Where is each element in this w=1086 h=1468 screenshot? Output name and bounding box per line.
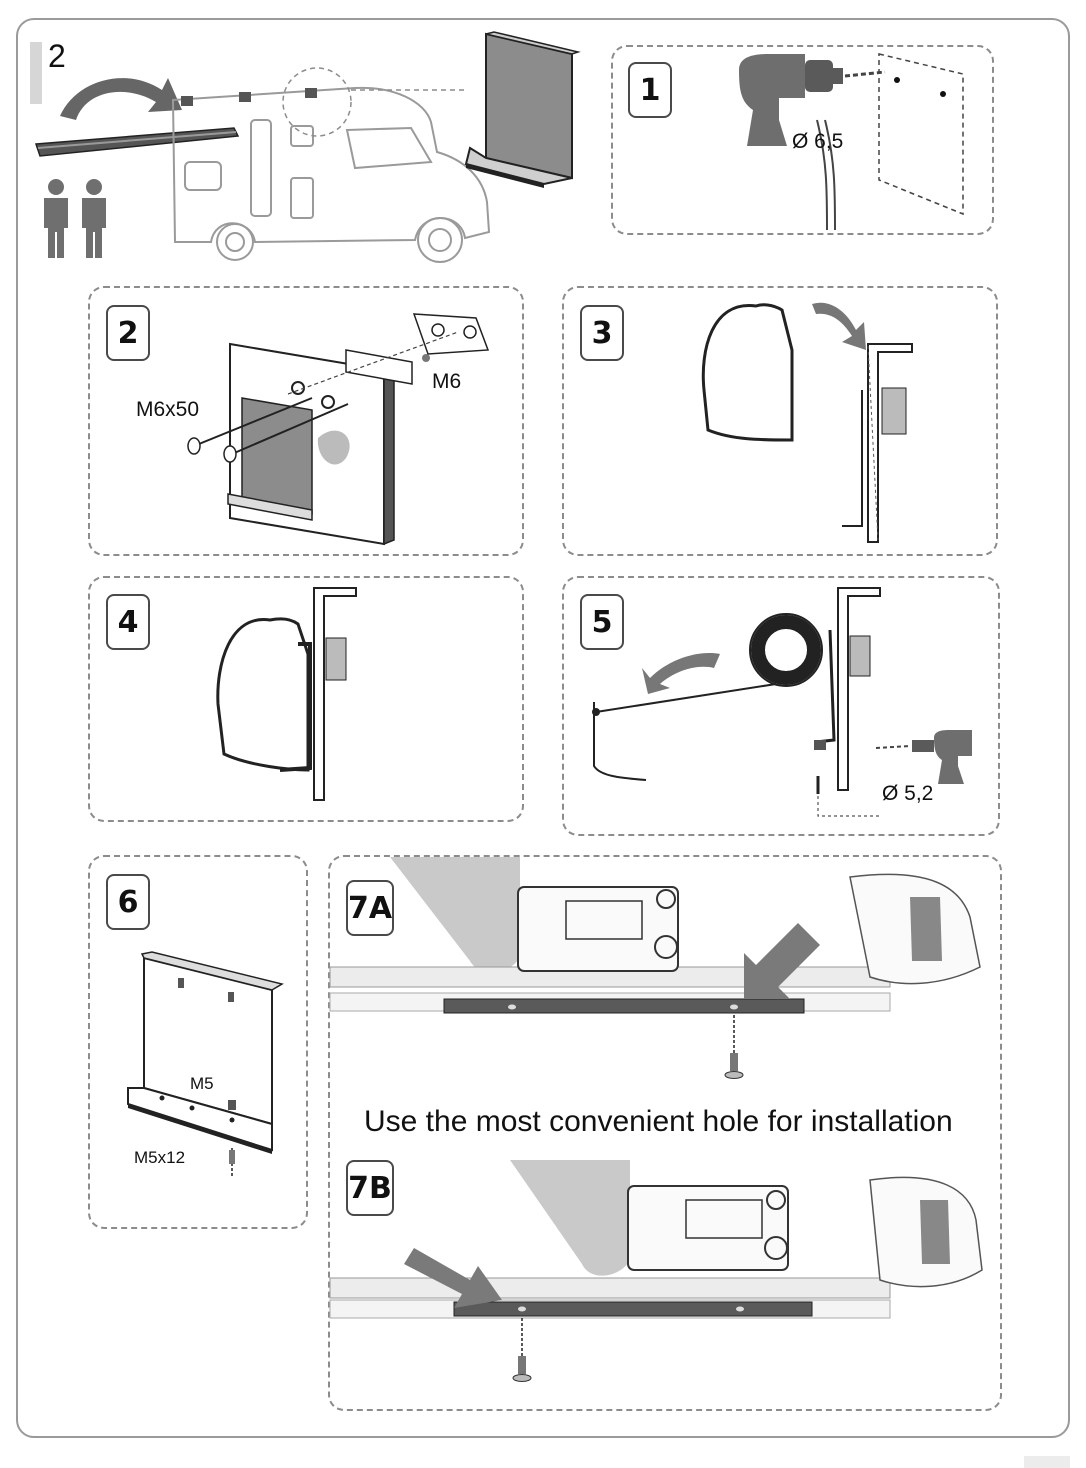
step-badge-1: 1 [628,62,672,118]
curved-arrow-icon [60,78,182,120]
nut-size-label-6: M5 [190,1074,214,1093]
nut-size-label: M6 [432,370,462,393]
step-badge-6: 6 [106,874,150,930]
step-badge-3: 3 [580,305,624,361]
bolt-size-label: M6x50 [136,398,200,421]
step-badge-5: 5 [580,594,624,650]
bracket-detail-illustration [127,951,284,1176]
awning-unroll-illustration [592,587,972,817]
panel-step-7 [328,855,1002,1411]
awning-icon [34,127,240,157]
drill-diameter-label: Ø 6,5 [792,130,844,153]
rail-illustration-7a [329,857,981,1079]
instruction-sheet [16,18,1070,1438]
installation-note: Use the most convenient hole for install… [364,1105,953,1138]
panel-step-4 [88,576,524,822]
awning-mounted-illustration [216,587,357,801]
panel-step-3 [562,286,998,556]
camper-van-icon [171,67,491,263]
panel-step-2 [88,286,524,556]
drill-diameter-label-5: Ø 5,2 [882,782,934,805]
drill-icon [739,53,964,231]
panel-step-5 [562,576,1000,836]
step-badge-4: 4 [106,594,150,650]
rail-illustration-7b [329,1160,983,1382]
step-badge-7a: 7A [346,880,394,936]
step-badge-2: 2 [106,305,150,361]
wall-mount-illustration [187,313,490,546]
page-step-number: 2 [48,38,66,74]
screw-size-label: M5x12 [134,1148,186,1167]
page-corner-tab [1024,1456,1070,1468]
people-icon [44,179,106,258]
step-badge-7b: 7B [346,1160,394,1216]
bracket-icon [464,31,581,188]
panel-step-1 [611,45,994,235]
panel-step-6 [88,855,308,1229]
page-step-bar [30,42,42,104]
awning-hang-illustration [701,302,913,543]
